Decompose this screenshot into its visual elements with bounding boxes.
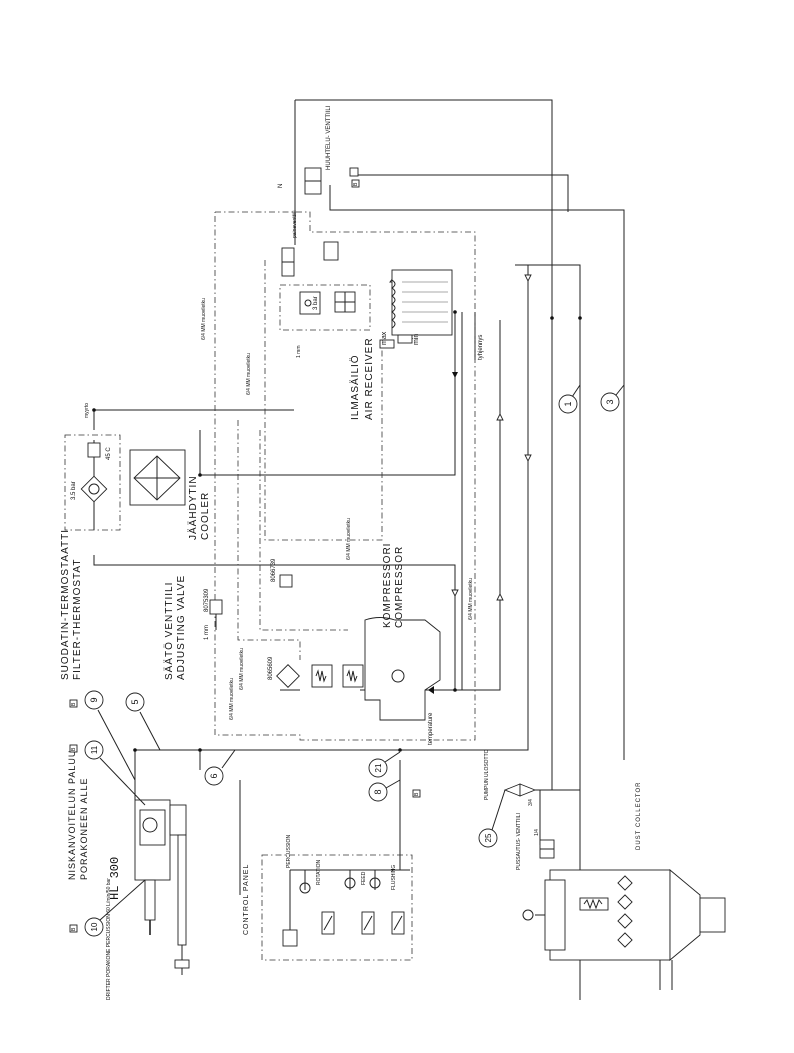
panel-flushing-label: FLUSHING	[391, 865, 397, 890]
panel-rotation-label: ROTATION	[316, 860, 322, 885]
air-receiver: max min	[379, 269, 453, 349]
hose-2-label: 6/4 MM muoviletku	[246, 353, 252, 395]
svg-text:6: 6	[209, 773, 219, 778]
drifter-caption: DRIFTER PORAKONE PERCUSSION 60 L/min/50 …	[106, 878, 112, 1000]
svg-text:B: B	[71, 747, 77, 751]
orifice-2-label: 1 mm	[204, 625, 210, 640]
blow-valve-label: PUSSAUTUS- VENTTIILI	[516, 813, 522, 870]
filter-thermostat: 45 C 3.5 bar myyrto	[64, 403, 121, 531]
svg-text:B: B	[414, 792, 420, 796]
panel-percussion-label: PERCUSSION	[286, 835, 292, 868]
drifter-model-label: HL 300	[108, 857, 122, 900]
compressor-label-en: COMPRESSOR	[394, 546, 405, 628]
tag-8: 8	[368, 779, 401, 802]
svg-text:5: 5	[130, 699, 140, 704]
pump-outlet-valve: PUMPUN ULOSOTTO 3/4	[484, 749, 537, 806]
tag-5: 5	[125, 692, 161, 751]
svg-text:10: 10	[90, 922, 99, 931]
bar-setting-label: 3 bar	[313, 296, 319, 310]
adjusting-valve-label-fi: SÄÄTÖ VENTTIILI	[163, 582, 175, 680]
orifice-1-label: 1 mm	[296, 346, 302, 359]
max-label: max	[381, 331, 388, 345]
filter-thermostat-label-fi: SUODATIN-TERMOSTAATTI	[60, 529, 71, 680]
receiver-filter: 3 bar	[299, 291, 356, 315]
svg-text:25: 25	[484, 833, 493, 842]
unload-valve-label: HUUHTELU- VENTTIILI	[326, 105, 332, 170]
drifter	[134, 799, 190, 975]
lubrication-label-fi: NISKANVOITELUN PALUU	[67, 750, 77, 880]
temp-setting-label: 45 C	[106, 447, 112, 460]
tag-6: 6	[204, 749, 236, 786]
letter-box-1: B	[69, 699, 78, 708]
tag-11: 11	[84, 740, 146, 806]
flush-valve-label: PUMPUN ULOSOTTO	[484, 749, 490, 800]
svg-text:3: 3	[605, 399, 615, 404]
tyhjennys-label: tyhjennys	[478, 335, 484, 360]
compressor: 8066739 8065609 temperature	[268, 558, 441, 745]
pressure-valve-label: paineventtiili	[292, 210, 298, 238]
tag-9: 9	[84, 690, 136, 781]
tag-21: 21	[368, 751, 401, 778]
lubrication-label-fi2: PORAKONEEN ALLE	[79, 777, 89, 880]
hose-5-label: 6/4 MM muoviletku	[229, 678, 235, 720]
temperature-label: temperature	[428, 712, 434, 745]
tag-3: 3	[600, 384, 625, 412]
bar-setting-2-label: 3.5 bar	[71, 481, 77, 500]
main-pipes	[93, 99, 625, 1000]
cooler-label-fi: JÄÄHDYTIN	[187, 475, 199, 540]
cooler	[129, 449, 186, 506]
svg-text:B: B	[71, 927, 77, 931]
blow-valve-size-label: 1/4	[534, 829, 540, 836]
unload-valve: HUUHTELU- VENTTIILI N	[278, 105, 359, 195]
svg-text:21: 21	[374, 763, 383, 772]
letter-n: N	[278, 184, 284, 188]
power-pack-enclosure	[214, 211, 476, 741]
svg-text:11: 11	[90, 745, 99, 754]
part-1-label: 8066739	[271, 558, 277, 582]
cooler-label-en: COOLER	[200, 492, 211, 540]
letter-box-5: B	[351, 179, 360, 188]
junction-dots	[92, 310, 582, 752]
svg-text:9: 9	[89, 697, 99, 702]
tag-1: 1	[558, 384, 581, 414]
svg-text:B: B	[353, 182, 359, 186]
part-3-label: 8075309	[204, 588, 210, 612]
flush-valve-size-label: 3/4	[528, 799, 534, 806]
hose-6-label: 6/4 MM muoviletku	[346, 518, 352, 560]
adjusting-valve-label-en: ADJUSTING VALVE	[176, 575, 187, 680]
dry-out-label: myyrto	[84, 403, 90, 418]
tag-10: 10	[84, 879, 146, 937]
compressor-label-fi: KOMPRESSORI	[382, 543, 393, 628]
filter-thermostat-label-en: FILTER-THERMOSTAT	[72, 559, 83, 680]
letter-box-4: B	[412, 789, 421, 798]
svg-text:B: B	[71, 702, 77, 706]
tag-25: 25	[478, 789, 506, 848]
hose-4-label: 6/4 MM muoviletku	[468, 578, 474, 620]
hose-3-label: 6/4 MM muoviletku	[239, 648, 245, 690]
control-panel: PERCUSSION ROTATION FEED FLUSHING	[261, 835, 413, 961]
dust-collector-label: DUST COLLECTOR	[636, 782, 642, 850]
pressure-valve: paineventtiili	[281, 210, 339, 277]
min-label: min	[413, 334, 420, 345]
hose-1-label: 6/4 MM muoviletku	[201, 298, 207, 340]
svg-text:1: 1	[563, 401, 573, 406]
panel-feed-label: FEED	[361, 871, 367, 885]
svg-text:8: 8	[373, 789, 383, 794]
letter-box-2: B	[69, 744, 78, 753]
dust-collector	[522, 869, 726, 990]
part-2-label: 8065609	[268, 656, 274, 680]
letter-box-3: B	[69, 924, 78, 933]
adjusting-valve: 8075309 1 mm	[204, 588, 223, 640]
blow-valve: PUSSAUTUS- VENTTIILI 1/4	[516, 813, 555, 870]
air-receiver-label-fi: ILMASÄILIÖ	[349, 354, 361, 420]
air-receiver-label-en: AIR RECEIVER	[364, 337, 375, 420]
control-panel-label: CONTROL PANEL	[243, 864, 250, 935]
